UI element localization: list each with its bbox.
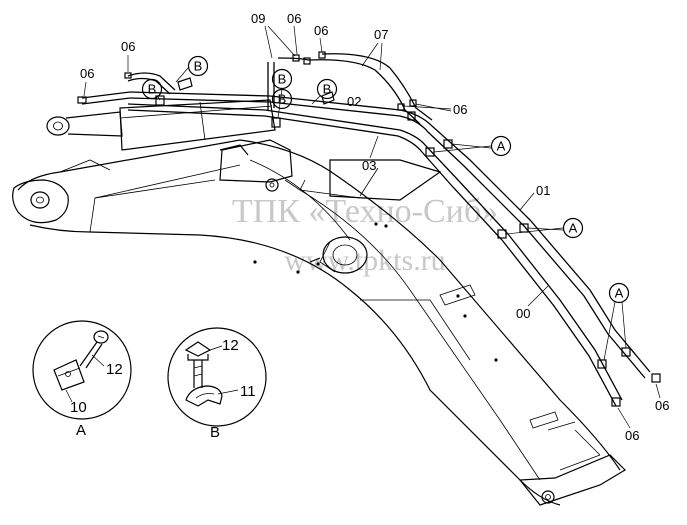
detail-a-title: A <box>76 422 86 439</box>
boom-body <box>12 139 626 506</box>
svg-text:A: A <box>569 221 578 236</box>
callout-a-3: A <box>603 282 630 361</box>
callout-b-4: B <box>271 88 293 110</box>
part-labels: 09 06 06 07 06 06 02 03 06 01 00 06 06 <box>80 11 669 443</box>
detail-b-part-12: 12 <box>222 337 239 354</box>
label-01: 01 <box>536 183 550 198</box>
detail-b-part-11: 11 <box>240 383 256 400</box>
label-06-left-a: 06 <box>121 39 135 54</box>
svg-text:B: B <box>323 82 332 97</box>
callout-b-2: B <box>141 78 163 101</box>
svg-text:A: A <box>615 286 624 301</box>
label-03: 03 <box>362 158 376 173</box>
label-07: 07 <box>374 27 388 42</box>
callout-b-1: B <box>175 55 209 83</box>
label-06-bottom-b: 06 <box>655 398 669 413</box>
arm-cylinder <box>46 99 442 201</box>
svg-text:B: B <box>194 59 203 74</box>
label-00: 00 <box>516 306 530 321</box>
svg-text:B: B <box>278 92 287 107</box>
detail-a-part-12: 12 <box>106 361 123 378</box>
label-06-top-a: 06 <box>287 11 301 26</box>
label-09: 09 <box>251 11 265 26</box>
callout-b-5: B <box>311 78 338 105</box>
label-06-right: 06 <box>453 102 467 117</box>
svg-text:B: B <box>148 82 157 97</box>
detail-a: 12 10 A <box>32 320 132 439</box>
callout-a-1: A <box>433 135 512 157</box>
label-02: 02 <box>347 94 361 109</box>
detail-b-title: B <box>210 424 220 441</box>
watermark-line1: ТПК «Техно-Сиб» <box>232 193 498 230</box>
callout-bubbles: B B B B B A A <box>141 55 630 361</box>
watermark-line2: www.tpkts.ru <box>284 244 445 277</box>
label-06-top-b: 06 <box>314 23 328 38</box>
label-06-left-b: 06 <box>80 66 94 81</box>
callout-b-3: B <box>271 68 293 119</box>
svg-text:B: B <box>278 72 287 87</box>
svg-text:A: A <box>497 139 506 154</box>
callout-a-2: A <box>505 217 584 239</box>
detail-b: 12 11 B <box>167 327 267 441</box>
detail-a-part-10: 10 <box>70 399 87 416</box>
watermark: ТПК «Техно-Сиб» www.tpkts.ru <box>232 193 498 277</box>
label-06-bottom-a: 06 <box>625 428 639 443</box>
